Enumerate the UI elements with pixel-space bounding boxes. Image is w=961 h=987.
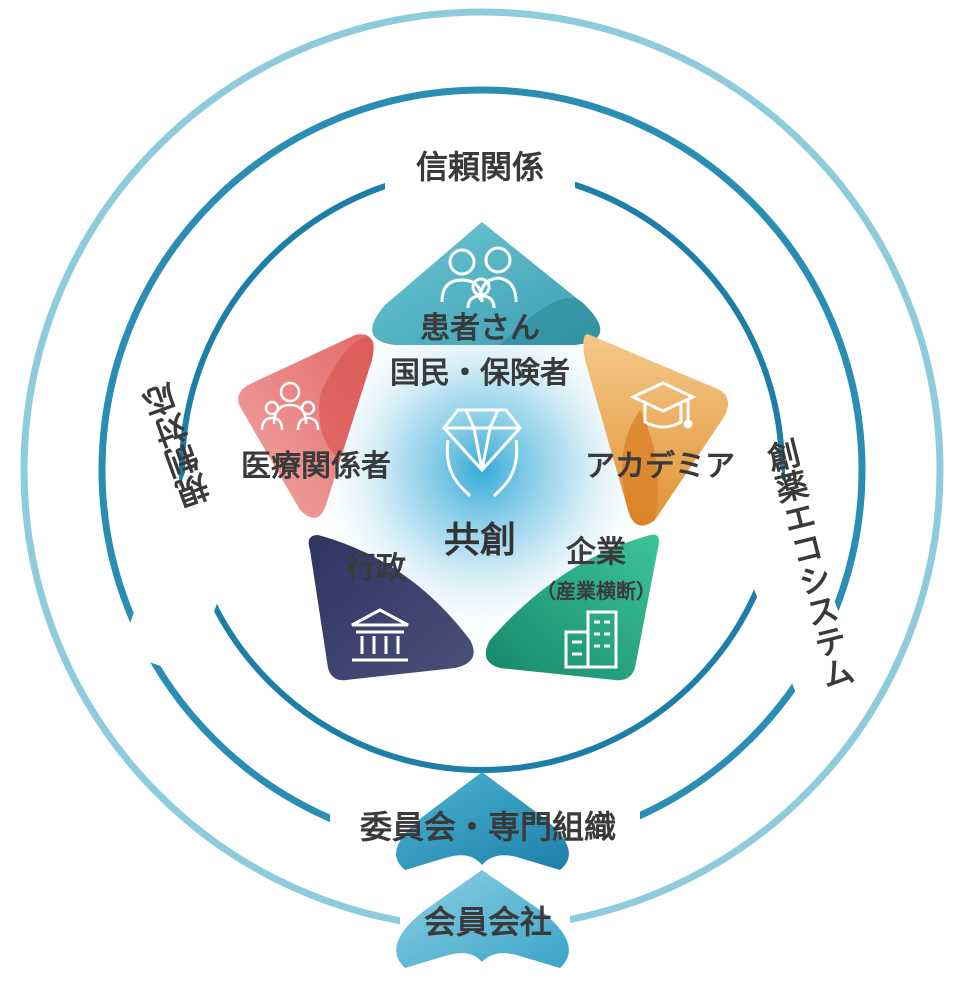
- core-label: 共創: [444, 520, 516, 561]
- node-academia-label: アカデミア: [585, 449, 735, 484]
- ring-label-members: 会員会社: [424, 903, 552, 941]
- buildings-icon: [564, 610, 618, 669]
- ring-label-committee: 委員会・専門組織: [360, 808, 616, 846]
- node-patients-line1: 患者さん: [420, 311, 540, 346]
- node-industry-line2: （産業横断）: [536, 579, 656, 603]
- family-icon: [440, 246, 518, 309]
- node-industry-line1: 企業: [566, 535, 626, 570]
- ring-label-regulation: 規制対応: [138, 378, 218, 511]
- diamond-hands-icon: [442, 408, 522, 498]
- ring-label-trust: 信頼関係: [416, 148, 544, 186]
- node-government-shape: [308, 535, 474, 681]
- ring-label-regulation-text: 規制対応: [138, 378, 218, 511]
- medical-staff-icon: [260, 381, 320, 431]
- graduation-cap-icon: [629, 381, 697, 429]
- node-patients-line2: 国民・保険者: [390, 356, 570, 391]
- chevron-members: [396, 870, 569, 968]
- government-building-icon: [351, 608, 409, 662]
- node-medical-label: 医療関係者: [241, 449, 391, 484]
- chevron-committee: [396, 772, 569, 870]
- node-academia-shape: [583, 334, 729, 526]
- node-government-label: 行政: [345, 551, 406, 586]
